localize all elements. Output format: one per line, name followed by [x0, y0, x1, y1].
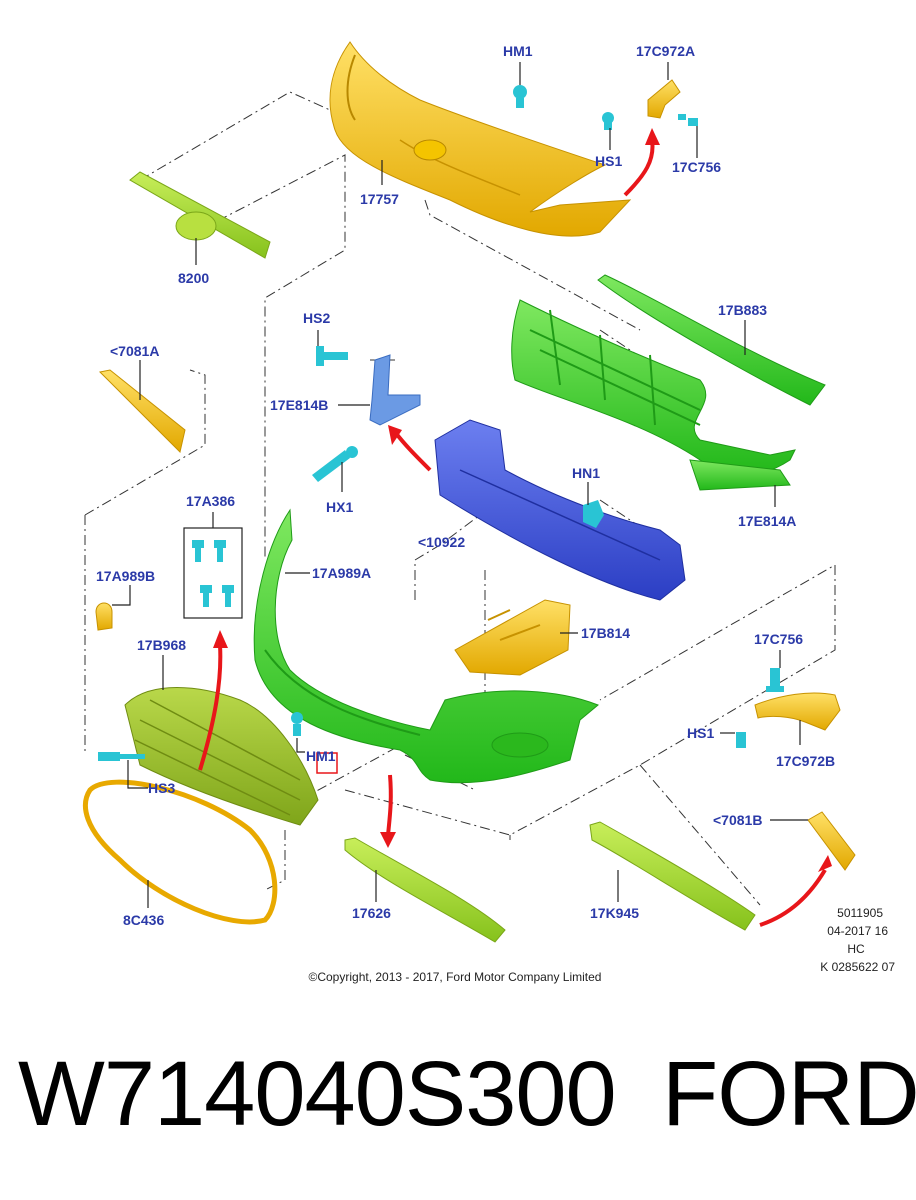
lower-strip-17626 — [344, 837, 506, 943]
label-10922: <10922 — [418, 534, 465, 550]
label-17c972b: 17C972B — [776, 753, 835, 769]
lower-bumper-cover-17a989a — [253, 508, 599, 784]
label-hm1-mid: HM1 — [306, 748, 336, 764]
bracket-17c972b — [736, 668, 841, 748]
nut-hn1 — [583, 500, 604, 528]
label-17a989b: 17A989B — [96, 568, 155, 584]
gasket-8c436 — [82, 779, 278, 925]
label-hn1: HN1 — [572, 465, 600, 481]
meta-line-3: HC — [847, 942, 865, 956]
label-17a386: 17A386 — [186, 493, 235, 509]
label-7081a: <7081A — [110, 343, 159, 359]
bracket-17b814 — [454, 599, 571, 676]
label-hs2: HS2 — [303, 310, 330, 326]
label-hs1-top: HS1 — [595, 153, 622, 169]
label-hm1-top: HM1 — [503, 43, 533, 59]
absorber-17e814a — [511, 299, 796, 491]
copyright-text: ©Copyright, 2013 - 2017, Ford Motor Comp… — [309, 970, 602, 984]
grille-strip-8200 — [129, 171, 271, 259]
label-8200: 8200 — [178, 270, 209, 286]
footer: W714040S300 FORD — [0, 1040, 916, 1160]
label-17c756-right: 17C756 — [754, 631, 803, 647]
diagram-meta: 5011905 04-2017 16 HC K 0285622 07 — [820, 906, 895, 974]
label-17e814b: 17E814B — [270, 397, 328, 413]
screw-hs3 — [98, 752, 145, 761]
label-17b968: 17B968 — [137, 637, 186, 653]
meta-line-2: 04-2017 16 — [827, 924, 888, 938]
label-17c756-top: 17C756 — [672, 159, 721, 175]
label-hx1: HX1 — [326, 499, 353, 515]
bolt-hx1 — [312, 446, 358, 482]
screw-hs2 — [316, 346, 348, 366]
label-17c972a: 17C972A — [636, 43, 695, 59]
fastener-box-17a386 — [183, 527, 243, 619]
label-7081b: <7081B — [713, 812, 762, 828]
grille-17b968 — [124, 687, 319, 826]
label-17b814: 17B814 — [581, 625, 630, 641]
part-number: W714040S300 — [18, 1043, 617, 1145]
reinforcement-beam-10922 — [434, 419, 686, 601]
label-17757: 17757 — [360, 191, 399, 207]
clip-hm1-top — [513, 85, 527, 108]
label-17e814a: 17E814A — [738, 513, 796, 529]
bracket-17e814b — [369, 354, 421, 426]
part-labels: HM1 17C972A HS1 17C756 17757 8200 17B883… — [96, 43, 835, 928]
leader-lines — [112, 62, 808, 908]
label-17a989a: 17A989A — [312, 565, 371, 581]
label-17626: 17626 — [352, 905, 391, 921]
clip-hm1-mid — [291, 712, 338, 774]
upper-bumper-cover-17757 — [329, 41, 632, 237]
label-17k945: 17K945 — [590, 905, 639, 921]
corner-7081a — [98, 369, 186, 453]
label-17b883: 17B883 — [718, 302, 767, 318]
lower-grille-17k945 — [589, 821, 756, 931]
label-8c436: 8C436 — [123, 912, 164, 928]
exploded-parts-diagram: HM1 17C972A HS1 17C756 17757 8200 17B883… — [82, 41, 895, 984]
meta-line-4: K 0285622 07 — [820, 960, 895, 974]
label-hs3: HS3 — [148, 780, 175, 796]
label-hs1-right: HS1 — [687, 725, 714, 741]
arrow-heads — [213, 128, 832, 872]
cap-17a989b — [95, 602, 113, 631]
corner-7081b — [807, 811, 856, 871]
meta-line-1: 5011905 — [837, 906, 883, 920]
upper-strip-17b883 — [597, 274, 826, 406]
brand-name: FORD — [662, 1043, 916, 1145]
bracket-17c972a — [602, 79, 698, 130]
